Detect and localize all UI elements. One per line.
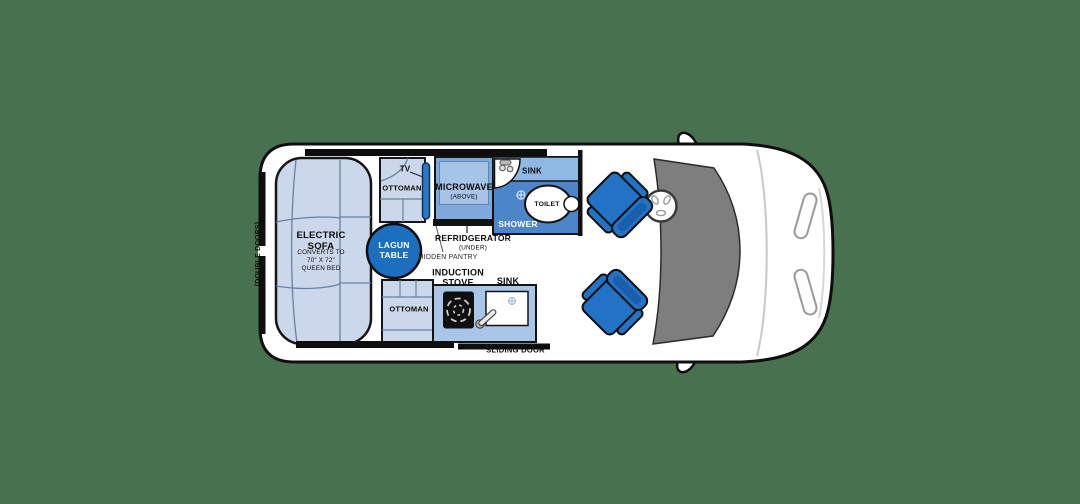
- shower-drain-icon: [516, 190, 526, 200]
- ottoman-top-label: OTTOMAN: [382, 183, 422, 193]
- bathroom-wall: [578, 150, 583, 236]
- toilet-tank: [563, 195, 580, 213]
- galley-counter: [432, 284, 537, 343]
- ottoman-top: [379, 157, 426, 223]
- induction-stove: [443, 291, 474, 329]
- tv-label: TV: [399, 164, 411, 174]
- tv: [421, 162, 431, 220]
- steering-wheel-icon: [644, 189, 678, 223]
- tv-leader-line: [409, 171, 424, 178]
- electric-sofa-subtitle: CONVERTS TO 70" X 72" QUEEN BED: [297, 249, 345, 272]
- wall-top: [305, 149, 547, 156]
- pantry-leader-line: [435, 225, 444, 253]
- lagun-table: [365, 222, 423, 280]
- galley-faucet-icon: [475, 309, 497, 329]
- induction-stove-label: INDUCTION STOVE: [432, 267, 484, 288]
- bath-sink-label: SINK: [522, 165, 542, 175]
- ottoman-bottom-label: OTTOMAN: [389, 304, 429, 314]
- electric-sofa-title: ELECTRIC SOFA: [296, 230, 346, 252]
- bath-faucet-icon: [499, 159, 514, 173]
- galley-sink-basin: [485, 290, 529, 327]
- refrigerator-label: REFRIDGERATOR: [435, 233, 511, 244]
- toilet-label: TOILET: [534, 200, 560, 208]
- rear-door-gap: [258, 246, 267, 256]
- cab-seat-bottom: [581, 268, 649, 336]
- galley-sink-drain-icon: [507, 296, 517, 306]
- double-doors-label: (DOUBLE DOORS): [254, 221, 262, 287]
- electric-sofa: [274, 156, 373, 346]
- headlight-top-icon: [793, 192, 818, 240]
- headlight-bottom-icon: [793, 268, 818, 316]
- grille-line: [818, 187, 826, 319]
- wall-bottom-sliding-door: [458, 343, 550, 350]
- cab-seat-top: [586, 171, 654, 239]
- galley-sink-label: SINK: [496, 275, 520, 286]
- bathroom: [492, 150, 583, 236]
- hood-crease-line: [756, 149, 768, 357]
- sliding-door-label: SLIDING DOOR: [486, 345, 545, 355]
- microwave-label: MICROWAVE: [435, 181, 493, 192]
- refrigerator-sublabel: (UNDER): [459, 243, 487, 251]
- lagun-table-label: LAGUN TABLE: [378, 240, 410, 260]
- shower-label: SHOWER: [498, 218, 538, 229]
- wall-bottom-rear: [296, 341, 454, 348]
- microwave-sublabel: (ABOVE): [450, 192, 478, 200]
- hidden-pantry-label: HIDDEN PANTRY: [418, 253, 478, 261]
